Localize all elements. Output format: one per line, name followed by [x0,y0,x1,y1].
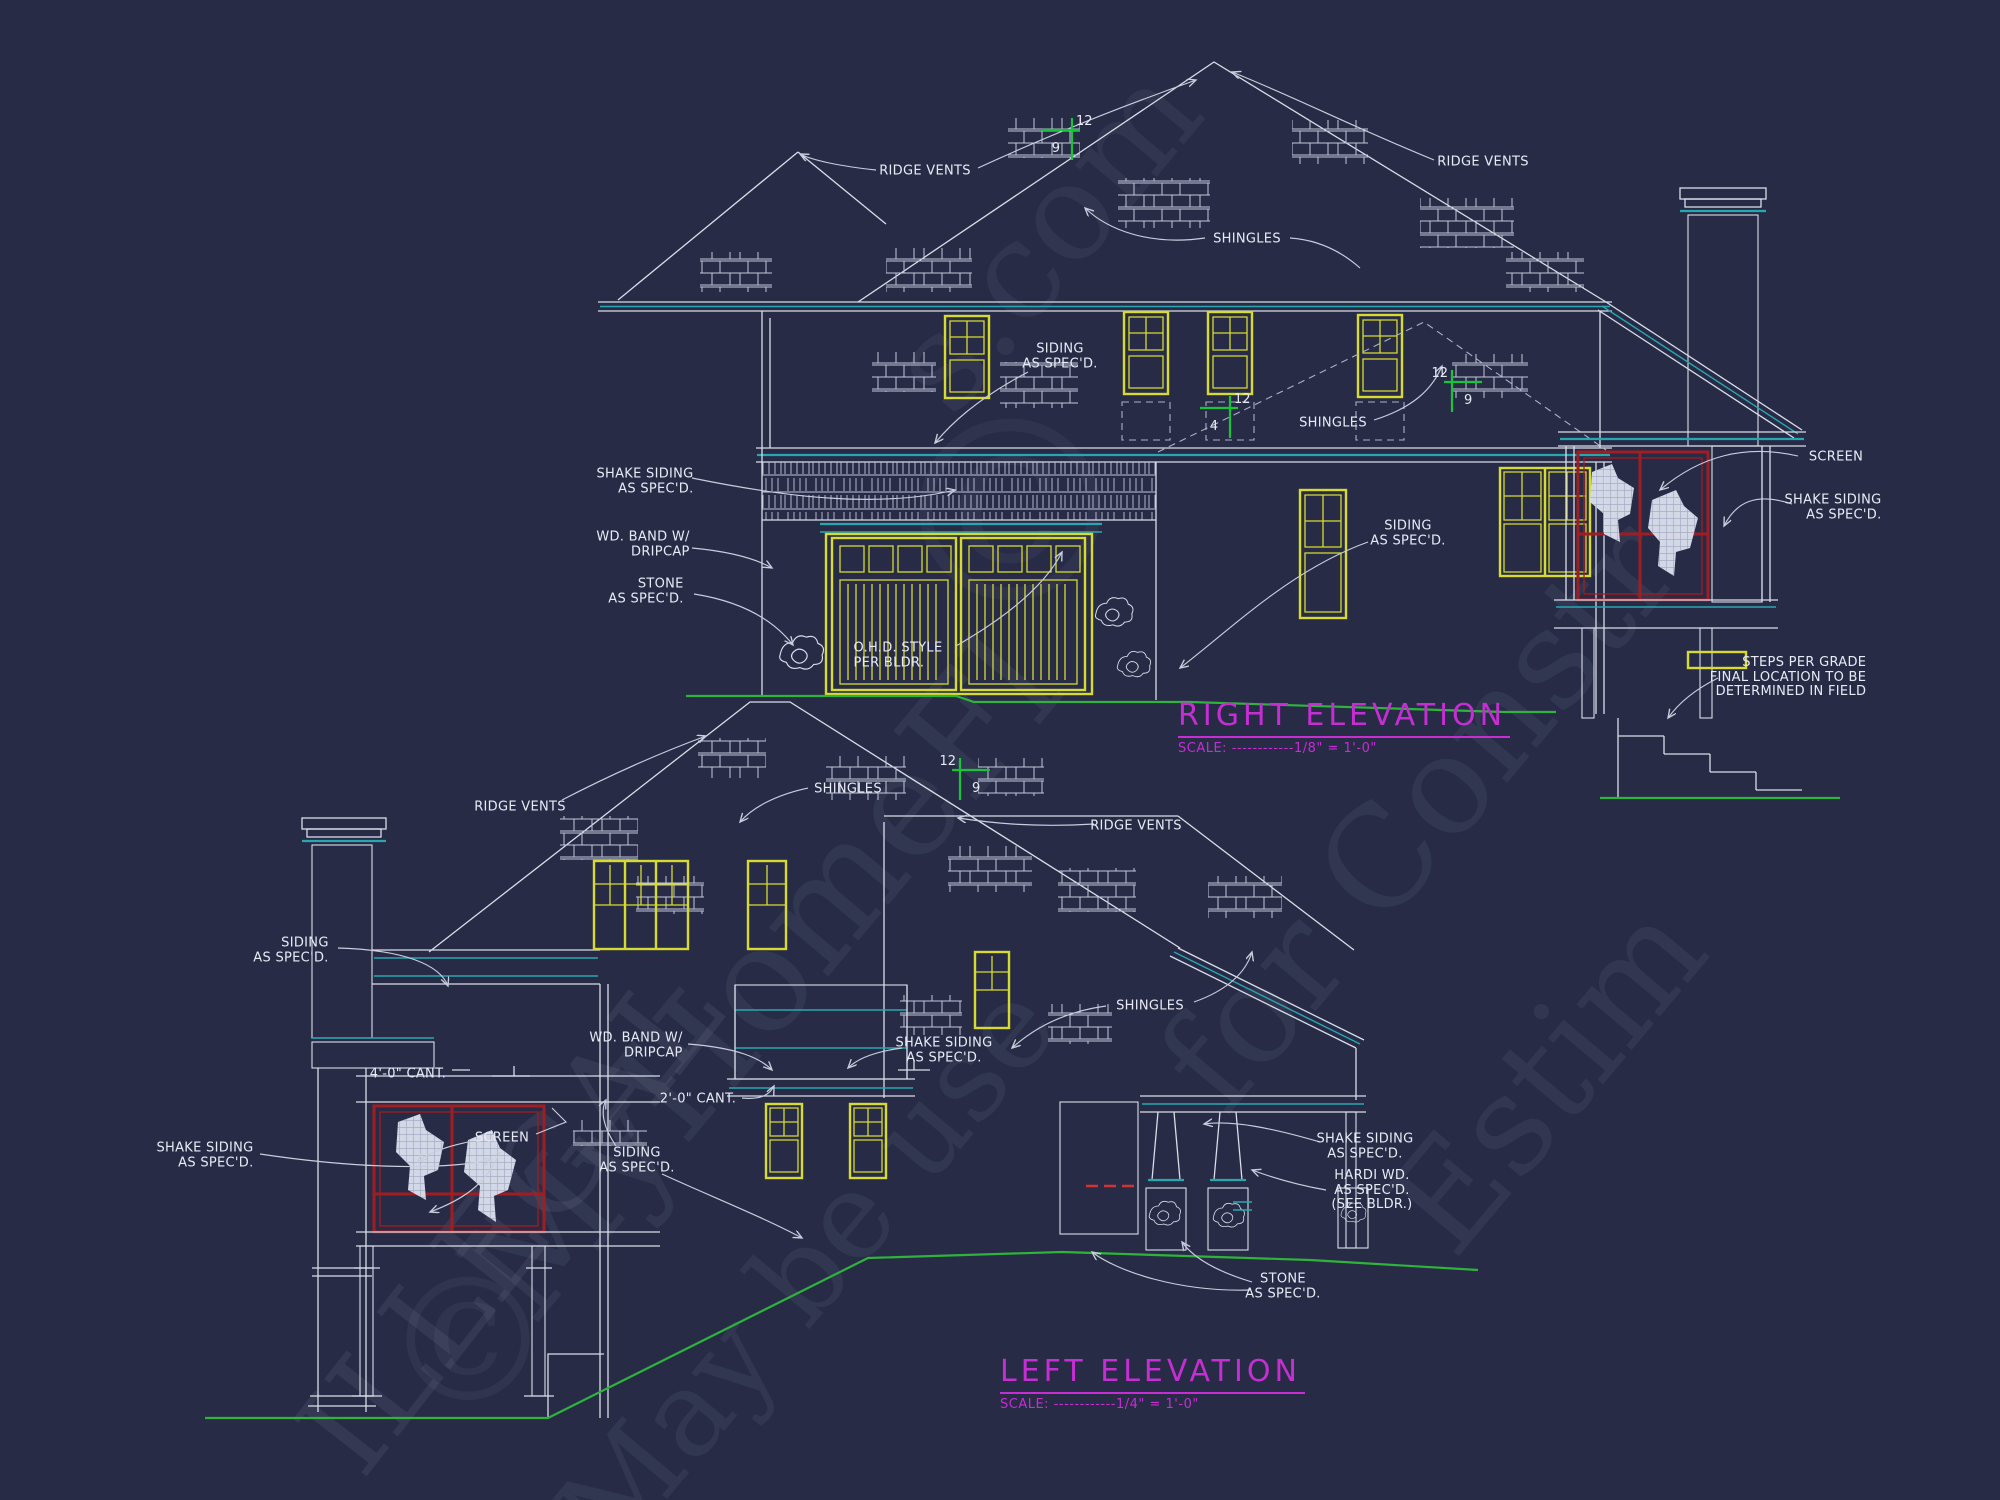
upper-wall [756,311,1612,463]
chimney [301,817,435,1412]
window [973,950,1011,1030]
grade-line [205,1250,1479,1420]
stone-accent [1340,1202,1367,1223]
rear-porch [1059,1095,1369,1251]
vent [1686,650,1748,670]
svg-text:9: 9 [972,781,980,796]
window [1206,310,1254,396]
garage-opening-frame [824,532,1094,696]
window [1298,488,1348,620]
window [764,1102,804,1180]
roof [598,61,1612,312]
left-elevation-drawing [205,701,1479,1420]
garage [761,448,1157,700]
chimney [1679,187,1767,447]
window [592,859,690,951]
right-elevation-drawing [598,61,1840,800]
left-elevation-title: LEFT ELEVATION SCALE: ------------1/4" =… [1000,1354,1305,1412]
svg-text:12: 12 [939,754,956,769]
stone-accent [1212,1202,1245,1228]
svg-text:4: 4 [1210,419,1218,434]
pitch-marker: 12 9 [939,754,990,800]
walls [573,822,1112,1418]
roof [372,701,1365,1100]
svg-text:12: 12 [1431,366,1448,381]
svg-text:9: 9 [1464,393,1472,408]
title-text: LEFT ELEVATION [1000,1354,1305,1394]
leader-lines [259,72,1799,1291]
garage-door [830,536,958,692]
stone-accent [1148,1200,1181,1226]
svg-text:12: 12 [1076,114,1093,129]
pitch-marker: 12 9 [1042,114,1093,160]
window [943,314,991,400]
right-elevation-title: RIGHT ELEVATION SCALE: ------------1/8" … [1178,698,1511,756]
window [848,1102,888,1180]
window [1356,313,1404,399]
foundation-step [547,1353,604,1418]
bay-window [727,984,930,1097]
window [746,859,788,951]
watermark-text: © [383,1243,553,1441]
grade-line [686,694,1556,714]
pitch-marker: 12 4 [1200,392,1251,438]
svg-text:9: 9 [1052,141,1060,156]
stone-accent [779,635,825,670]
window [1122,310,1170,396]
pitch-marker: 12 9 [1431,366,1482,412]
svg-text:12: 12 [1234,392,1251,407]
window [1498,466,1592,578]
steps [1617,718,1802,798]
scale-note: SCALE: ------------1/8" = 1'-0" [1178,741,1377,756]
title-text: RIGHT ELEVATION [1178,698,1511,738]
roof-pitch-markers: 12 9 12 4 12 9 12 9 [939,114,1482,800]
screen-porch [1554,301,1806,798]
scale-note: SCALE: ------------1/4" = 1'-0" [1000,1397,1199,1412]
